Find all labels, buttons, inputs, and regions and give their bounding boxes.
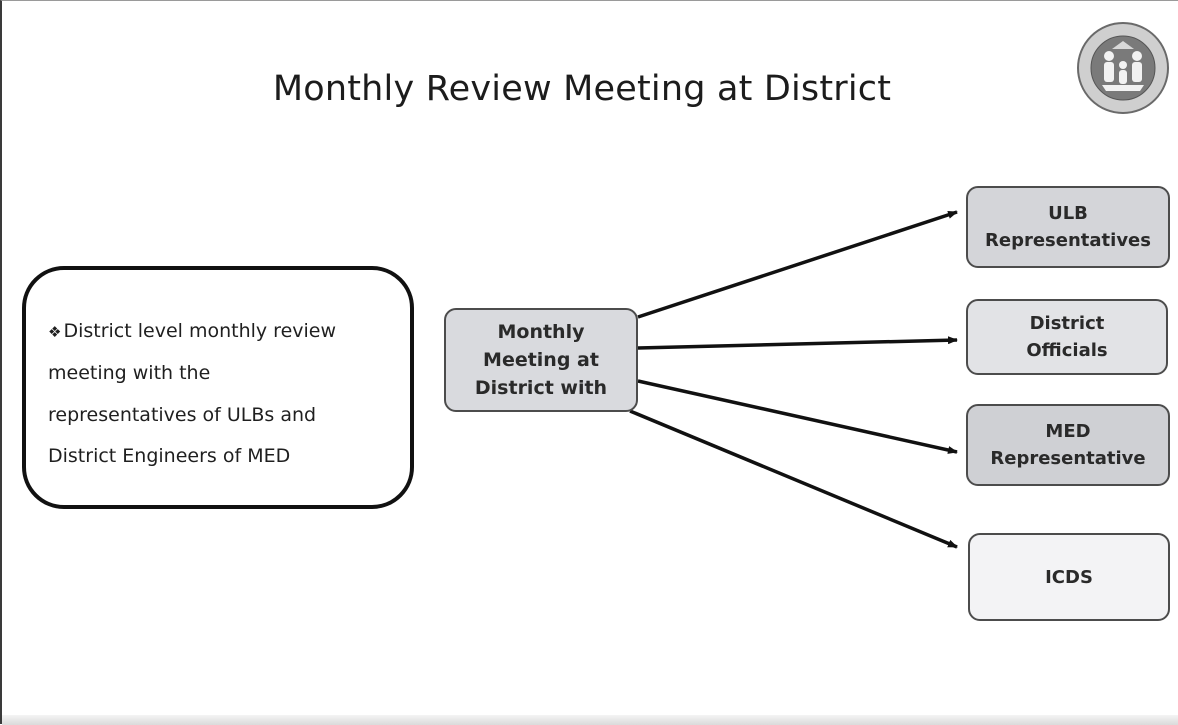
- arrow-to-icds: [629, 409, 958, 549]
- description-line: ❖District level monthly review: [48, 320, 337, 342]
- node-ulb-representatives: ULB Representatives: [966, 186, 1170, 268]
- bottom-scan-band: [2, 715, 1178, 725]
- center-node-monthly-meeting: Monthly Meeting at District with: [444, 308, 638, 412]
- description-line: representatives of ULBs and: [48, 404, 317, 426]
- description-box: ❖District level monthly review meeting w…: [22, 266, 414, 509]
- node-district-officials: District Officials: [966, 299, 1168, 375]
- arrow-to-ulb: [637, 210, 958, 319]
- slide-title: Monthly Review Meeting at District: [272, 69, 892, 109]
- node-med-representative: MED Representative: [966, 404, 1170, 486]
- arrow-to-district-officials: [637, 336, 958, 350]
- node-icds: ICDS: [968, 533, 1170, 621]
- description-line: meeting with the: [48, 362, 211, 384]
- description-line: District Engineers of MED: [48, 445, 291, 467]
- arrow-to-med: [637, 379, 958, 454]
- diamond-bullet-icon: ❖: [48, 323, 62, 341]
- nuhm-logo-icon: [1076, 21, 1170, 115]
